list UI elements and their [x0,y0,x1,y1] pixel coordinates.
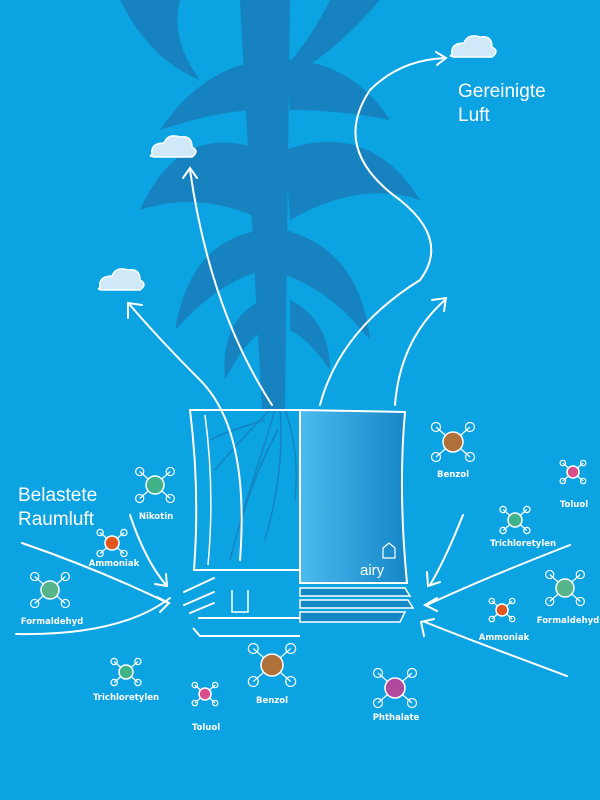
molecule-icon [488,597,516,623]
pollutant-label: Trichloretylen [92,693,160,703]
molecule-icon [110,657,142,687]
pollutant-label: Formaldehyd [20,617,84,627]
pollutant-label: Benzol [437,470,469,480]
pollutant-label: Toluol [191,723,221,733]
polluted-air-arrows [15,514,571,677]
molecule-icon [191,681,219,707]
plant-roots [209,409,297,561]
brand-logo: airy [360,562,385,579]
pollutant-label: Formaldehyd [536,616,600,626]
pollutant-molecules [30,421,587,709]
airy-logo-icon [382,542,396,559]
clean-air-arrows [127,51,448,561]
pollutant-label: Ammoniak [88,559,140,569]
pollutant-label: Toluol [559,500,589,510]
molecule-icon [247,642,297,688]
molecule-icon [135,466,175,504]
molecule-icon [372,667,418,709]
molecule-icon [499,505,531,535]
airy-pot [188,408,415,637]
pollutant-label: Nikotin [138,512,174,522]
happy-cloud-icon [449,35,497,58]
molecule-icon [96,528,128,558]
pollutant-label: Benzol [256,696,288,706]
polluted-air-heading: Belastete Raumluft [18,485,98,530]
clean-air-heading: Gereinigte Luft [458,81,546,126]
molecule-icon [559,459,587,485]
pollutant-label: Phthalate [372,713,420,723]
plant-silhouette [120,0,420,410]
cloud-icons [97,35,497,291]
pollutant-label: Trichloretylen [489,539,557,549]
happy-cloud-icon [149,135,197,158]
pollutant-label: Ammoniak [478,633,530,643]
molecule-icon [545,569,585,607]
molecule-icon [30,571,70,609]
happy-cloud-icon [97,268,145,291]
molecule-icon [430,421,476,463]
